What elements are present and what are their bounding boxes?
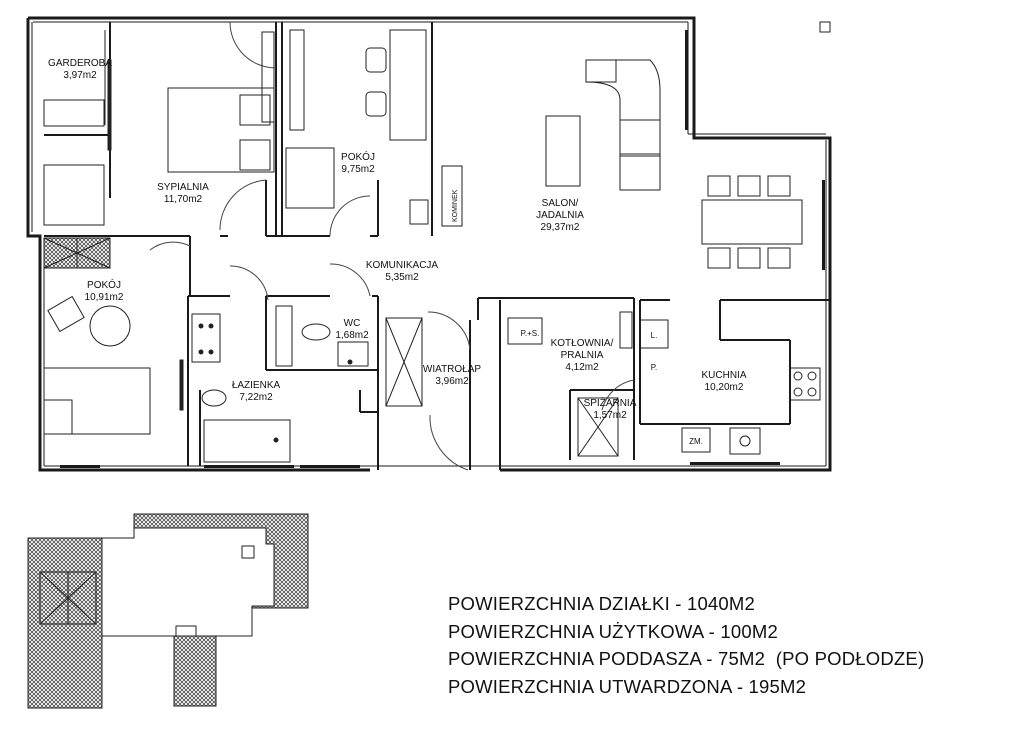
area-summary: POWIERZCHNIA DZIAŁKI - 1040M2 POWIERZCHN…	[448, 590, 1024, 700]
wc-label: WC	[344, 318, 361, 329]
kotlownia-area: 4,12m2	[565, 362, 599, 373]
kuchnia-area: 10,20m2	[705, 382, 744, 393]
stat-line-plot: POWIERZCHNIA DZIAŁKI - 1040M2	[448, 593, 756, 614]
pokoj-left-area: 10,91m2	[85, 292, 124, 303]
p-label: P.	[651, 363, 658, 372]
kuchnia-label: KUCHNIA	[701, 370, 746, 381]
lazienka-label: ŁAZIENKA	[232, 380, 281, 391]
kotlownia-label: KOTŁOWNIA/	[551, 338, 614, 349]
stat-line-usable: POWIERZCHNIA UŻYTKOWA - 100M2	[448, 620, 778, 642]
l-label: L.	[651, 331, 658, 340]
pokoj-top-area: 9,75m2	[341, 164, 375, 175]
outer-walls	[26, 16, 832, 472]
kotlownia-label-2: PRALNIA	[561, 350, 604, 361]
corner-square-icon	[819, 21, 831, 33]
lazienka-area: 7,22m2	[239, 392, 273, 403]
ps-label: P.+S.	[521, 329, 540, 338]
stat-line-paved: POWIERZCHNIA UTWARDZONA - 195M2	[448, 675, 807, 697]
salon-label-2: JADALNIA	[536, 210, 584, 221]
wc-area: 1,68m2	[335, 330, 369, 341]
furniture	[43, 29, 821, 463]
garderoba-area: 3,97m2	[63, 70, 97, 81]
site-plan	[27, 513, 309, 709]
komunikacja-label: KOMUNIKACJA	[366, 260, 439, 271]
kominek-label: KOMINEK	[452, 189, 459, 222]
salon-area: 29,37m2	[541, 222, 580, 233]
spizarnia-area: 1,57m2	[593, 410, 627, 421]
door-swings	[149, 21, 635, 471]
garderoba-label: GARDEROBA	[48, 58, 112, 69]
spizarnia-label: SPIŻARNIA	[584, 396, 637, 409]
stat-line-attic: POWIERZCHNIA PODDASZA - 75M2 (PO PODŁODZ…	[448, 648, 925, 669]
sypialnia-area: 11,70m2	[164, 194, 203, 205]
pokoj-left-label: POKÓJ	[87, 278, 121, 291]
salon-label: SALON/	[542, 198, 579, 209]
interior-walls	[44, 22, 830, 470]
komunikacja-area: 5,35m2	[385, 272, 419, 283]
pokoj-top-label: POKÓJ	[341, 150, 375, 163]
wiatrolap-label: WIATROŁAP	[423, 364, 481, 375]
wiatrolap-area: 3,96m2	[435, 376, 469, 387]
zm-label: ZM.	[689, 437, 703, 446]
sypialnia-label: SYPIALNIA	[157, 182, 209, 193]
